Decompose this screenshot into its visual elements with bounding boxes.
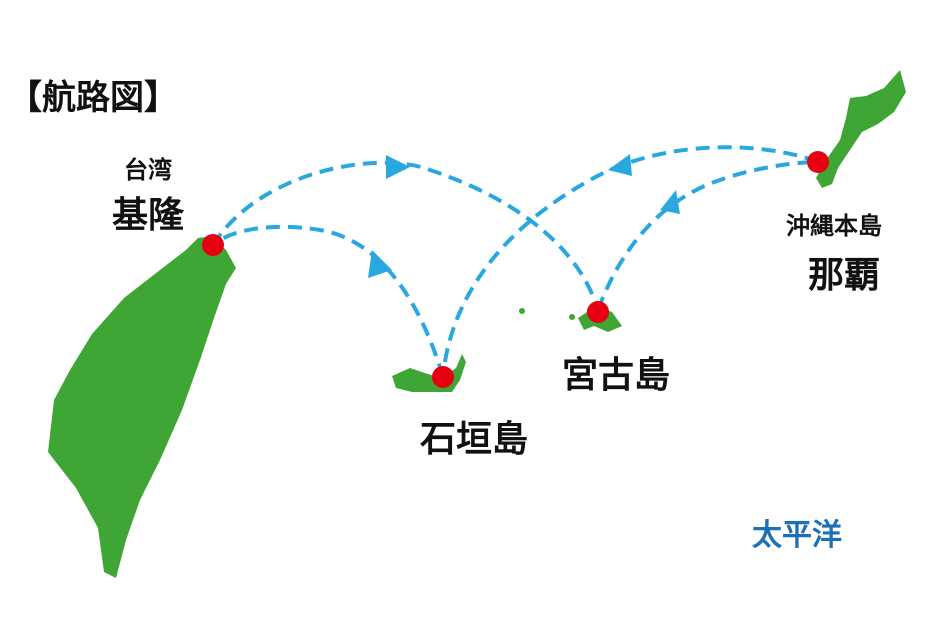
arrow-up-icon bbox=[368, 250, 392, 278]
arrow-left-icon bbox=[608, 154, 632, 176]
map-title: 【航路図】 bbox=[8, 78, 178, 118]
islet bbox=[519, 308, 525, 314]
islet bbox=[569, 314, 575, 320]
port-marker-ishigaki[interactable] bbox=[432, 366, 454, 388]
miyako-label: 宮古島 bbox=[562, 355, 671, 396]
taiwan-island bbox=[48, 236, 236, 578]
ishigaki-label: 石垣島 bbox=[420, 419, 529, 460]
route-ishigaki-keelung bbox=[211, 224, 445, 378]
route-keelung-miyako bbox=[211, 160, 600, 311]
port-marker-keelung[interactable] bbox=[202, 234, 224, 256]
arrow-up-icon bbox=[660, 190, 680, 214]
naha-region-label: 沖縄本島 bbox=[786, 212, 882, 240]
route-miyako-naha bbox=[596, 160, 819, 311]
keelung-region-label: 台湾 bbox=[124, 156, 172, 184]
ishigaki-island bbox=[392, 354, 466, 392]
route-naha-ishigaki bbox=[441, 145, 819, 378]
keelung-label: 基隆 bbox=[112, 195, 185, 236]
naha-label: 那覇 bbox=[808, 255, 881, 296]
pacific-ocean-label: 太平洋 bbox=[752, 518, 842, 553]
port-marker-miyako[interactable] bbox=[587, 301, 609, 323]
arrow-right-icon bbox=[386, 155, 410, 179]
okinawa-island bbox=[816, 70, 906, 188]
port-marker-naha[interactable] bbox=[807, 151, 829, 173]
